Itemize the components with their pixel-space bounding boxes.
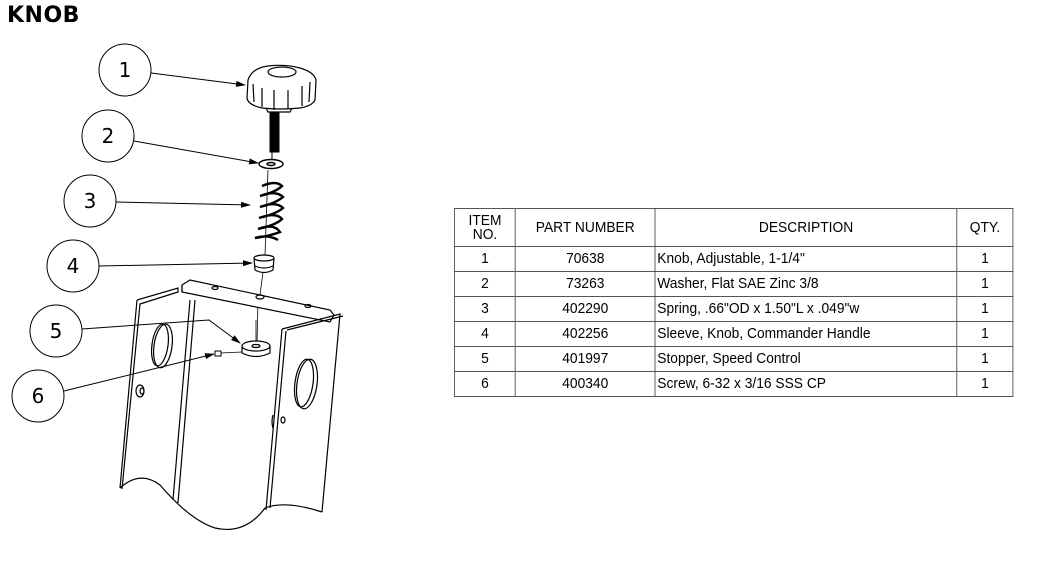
cell-qty: 1 <box>956 371 1014 397</box>
knob-part <box>246 64 317 113</box>
balloon-label: 6 <box>32 384 45 408</box>
cell-item: 6 <box>453 371 517 397</box>
table-row: 5 401997 Stopper, Speed Control 1 <box>453 346 1014 372</box>
balloon-label: 3 <box>84 189 97 213</box>
stopper-part <box>241 320 271 358</box>
cell-description: Washer, Flat SAE Zinc 3/8 <box>654 271 958 297</box>
spring-part <box>254 181 285 242</box>
header-item-no: ITEM NO. <box>453 208 517 247</box>
cell-item: 5 <box>453 346 517 372</box>
balloon-4: 4 <box>46 239 100 293</box>
balloon-label: 4 <box>67 254 80 278</box>
cell-item: 1 <box>453 246 517 272</box>
header-item-line1: ITEM <box>468 211 502 229</box>
table-row: 1 70638 Knob, Adjustable, 1-1/4" 1 <box>453 246 1014 272</box>
cell-qty: 1 <box>956 296 1014 322</box>
header-qty: QTY. <box>956 208 1014 247</box>
cell-qty: 1 <box>956 321 1014 347</box>
header-description: DESCRIPTION <box>654 208 958 247</box>
bracket <box>119 279 344 530</box>
cell-part-number: 70638 <box>515 246 656 272</box>
cell-qty: 1 <box>956 246 1014 272</box>
cell-part-number: 402256 <box>515 321 656 347</box>
cell-item: 4 <box>453 321 517 347</box>
cell-description: Knob, Adjustable, 1-1/4" <box>654 246 958 272</box>
cell-part-number: 400340 <box>515 371 656 397</box>
bill-of-materials-table: ITEM NO. PART NUMBER DESCRIPTION QTY. 1 … <box>453 208 1014 397</box>
cell-part-number: 402290 <box>515 296 656 322</box>
header-item-line2: NO. <box>472 225 498 243</box>
cell-description: Stopper, Speed Control <box>654 346 958 372</box>
balloon-label: 5 <box>50 319 63 343</box>
balloon-3: 3 <box>63 174 117 228</box>
sleeve-part <box>253 254 275 274</box>
cell-qty: 1 <box>956 271 1014 297</box>
cell-description: Spring, .66"OD x 1.50"L x .049"w <box>654 296 958 322</box>
cell-part-number: 401997 <box>515 346 656 372</box>
knob-shaft <box>269 111 280 153</box>
page-title: KNOB <box>7 3 80 28</box>
cell-part-number: 73263 <box>515 271 656 297</box>
header-part-number: PART NUMBER <box>515 208 656 247</box>
balloon-label: 1 <box>119 58 132 82</box>
balloon-5: 5 <box>29 304 83 358</box>
table-row: 6 400340 Screw, 6-32 x 3/16 SSS CP 1 <box>453 371 1014 397</box>
balloon-1: 1 <box>98 43 152 97</box>
cell-description: Sleeve, Knob, Commander Handle <box>654 321 958 347</box>
washer-part <box>258 158 284 170</box>
cell-item: 3 <box>453 296 517 322</box>
balloon-6: 6 <box>11 369 65 423</box>
table-header-row: ITEM NO. PART NUMBER DESCRIPTION QTY. <box>453 208 1014 247</box>
table-row: 2 73263 Washer, Flat SAE Zinc 3/8 1 <box>453 271 1014 297</box>
exploded-assembly-diagram: 1 2 3 4 5 6 <box>11 43 344 530</box>
cell-qty: 1 <box>956 346 1014 372</box>
set-screw-part <box>214 350 243 357</box>
cell-item: 2 <box>453 271 517 297</box>
balloon-2: 2 <box>81 109 135 163</box>
balloon-label: 2 <box>102 124 115 148</box>
cell-description: Screw, 6-32 x 3/16 SSS CP <box>654 371 958 397</box>
table-row: 4 402256 Sleeve, Knob, Commander Handle … <box>453 321 1014 347</box>
table-row: 3 402290 Spring, .66"OD x 1.50"L x .049"… <box>453 296 1014 322</box>
